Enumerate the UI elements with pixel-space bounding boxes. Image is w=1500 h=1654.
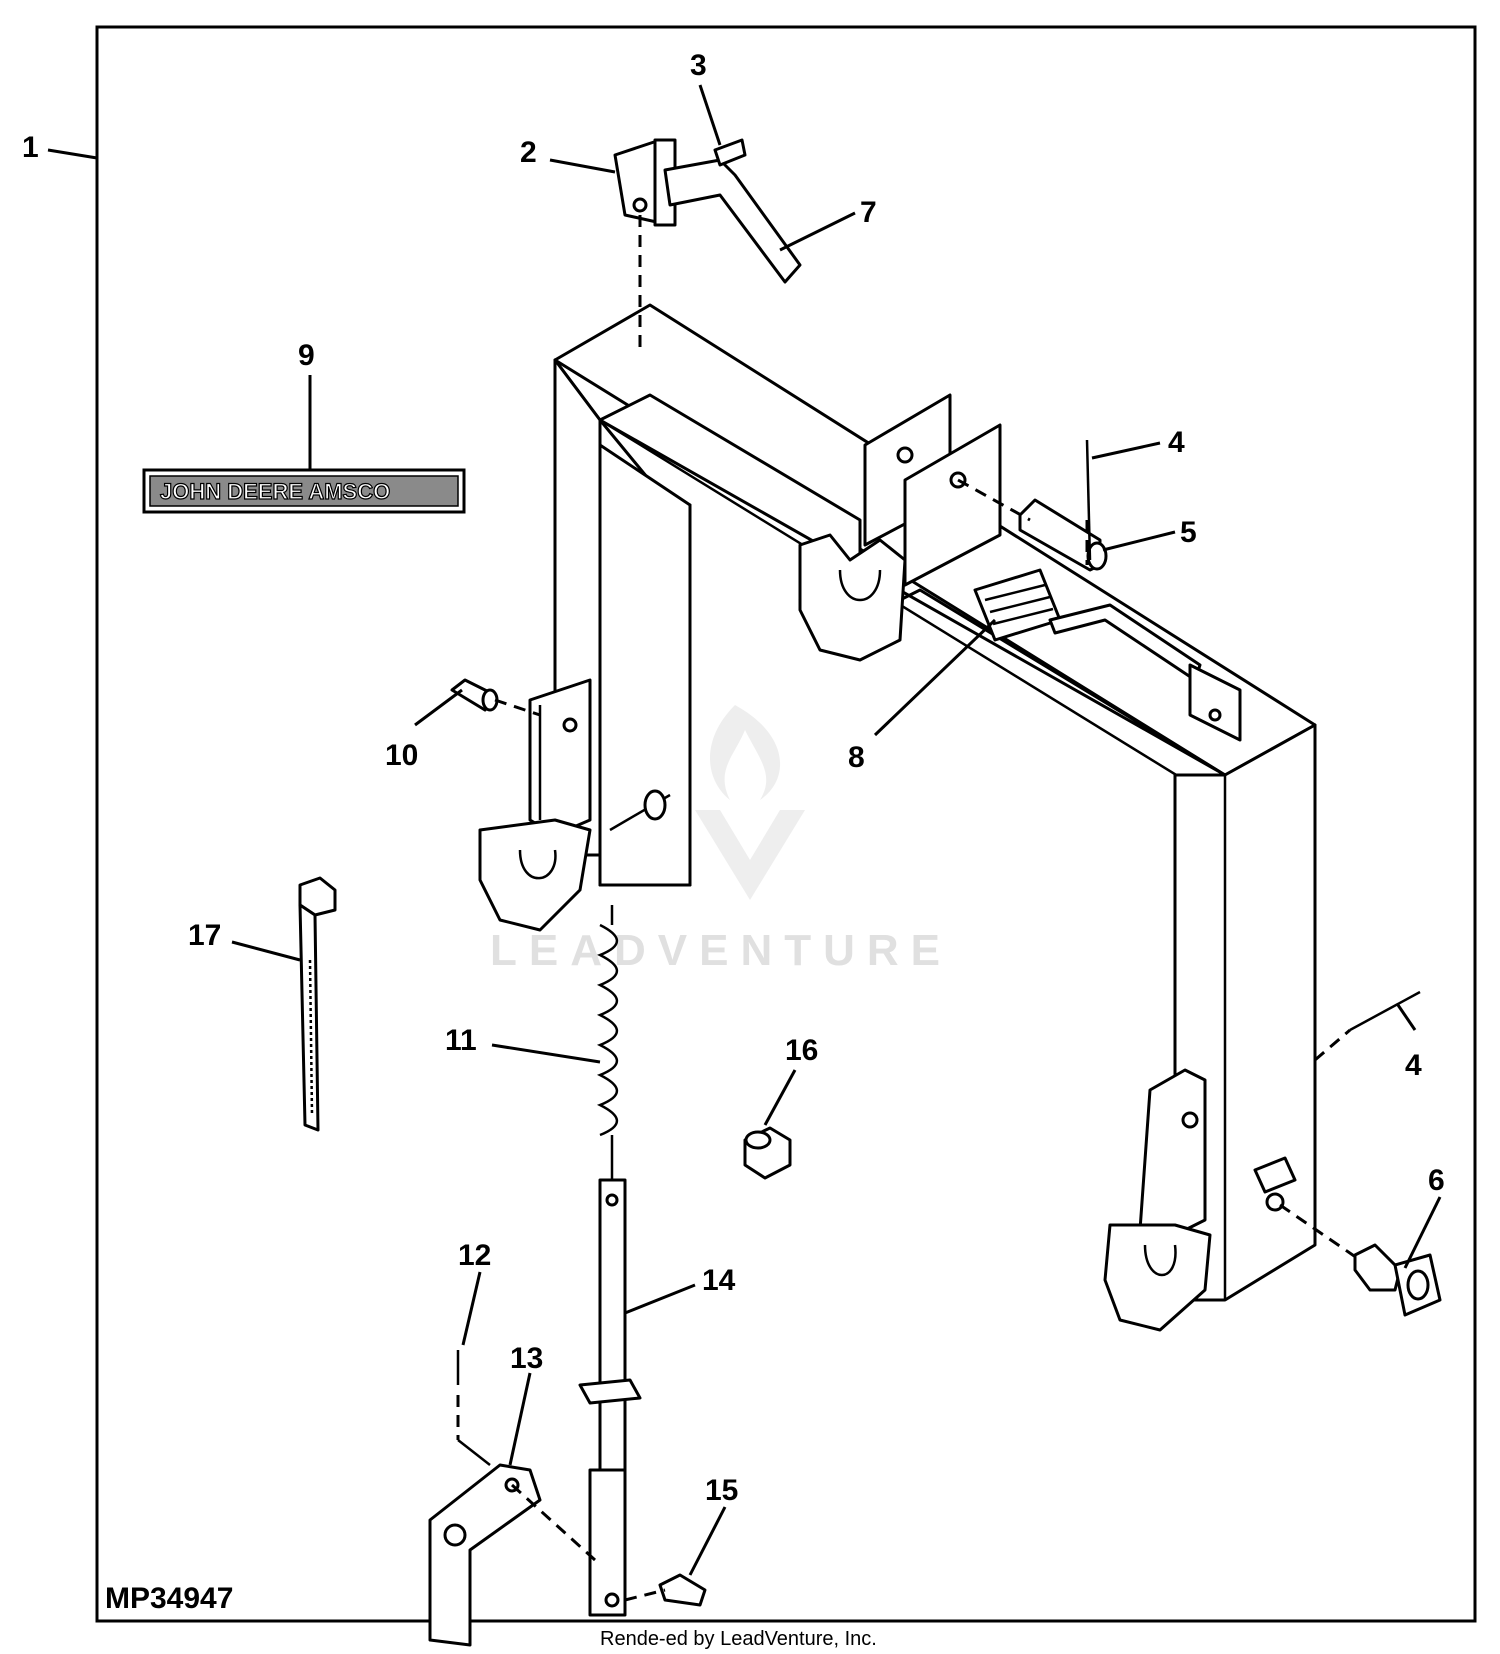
watermark-logo: [695, 705, 805, 900]
callout-8: 8: [848, 741, 865, 774]
footer-credit: Rende-ed by LeadVenture, Inc.: [600, 1628, 877, 1650]
spring-part-11: [596, 905, 619, 1180]
tie-strap-part-17: [298, 876, 337, 1132]
assembly-lines: [456, 215, 1361, 1602]
pin-part-4-right: [1349, 990, 1421, 1032]
callout-2: 2: [520, 136, 537, 169]
pin-part-15: [658, 1573, 707, 1607]
leader-lines: [47, 84, 1442, 1576]
lever-part-13: [428, 1463, 542, 1647]
quick-hitch-frame: [478, 303, 1317, 1332]
callout-12: 12: [458, 1239, 491, 1272]
diagram-code: MP34947: [105, 1582, 233, 1615]
decal-label: JOHN DEERE AMSCO: [160, 479, 390, 504]
handle-part-7: [613, 138, 802, 284]
diagram-frame: [95, 25, 1477, 1623]
rod-part-14: [578, 1178, 642, 1617]
pin-part-6: [1353, 1243, 1442, 1317]
callout-6: 6: [1428, 1164, 1445, 1197]
callout-14: 14: [702, 1264, 736, 1297]
callout-16: 16: [785, 1034, 818, 1067]
callout-7: 7: [860, 196, 877, 229]
pin-part-5: [1018, 439, 1108, 572]
callout-3: 3: [690, 49, 707, 82]
callout-11: 11: [445, 1024, 477, 1057]
v-logo-icon: [695, 810, 805, 900]
callout-13: 13: [510, 1342, 543, 1375]
callout-labels: 1 2 3 7 9 4 5 10 8 17 11 16 4 6 12 14 13…: [22, 49, 1445, 1507]
callout-9: 9: [298, 339, 315, 372]
callout-17: 17: [188, 919, 221, 952]
decal-part-9: JOHN DEERE AMSCO: [142, 468, 466, 514]
callout-10: 10: [385, 739, 418, 772]
callout-4-top: 4: [1168, 426, 1185, 459]
bushing-part-16: [743, 1126, 792, 1180]
flame-icon: [710, 705, 781, 800]
watermark-text: LEADVENTURE: [490, 926, 952, 975]
callout-5: 5: [1180, 516, 1197, 549]
callout-4-right: 4: [1405, 1049, 1422, 1082]
callout-1: 1: [22, 131, 39, 164]
callout-15: 15: [705, 1474, 738, 1507]
